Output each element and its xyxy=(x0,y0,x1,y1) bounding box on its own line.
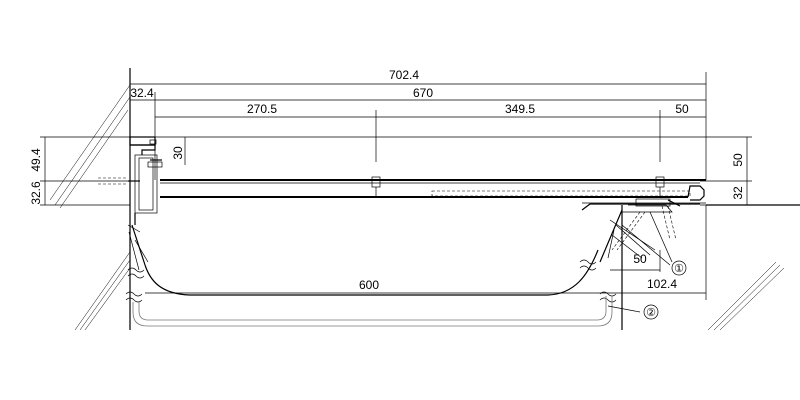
wall-hatch-right-lower xyxy=(707,261,785,331)
break-marks xyxy=(125,259,617,303)
hanging-bolt-right xyxy=(655,176,665,196)
dim-frame-depth: 30 xyxy=(171,146,185,160)
callout-1: ① xyxy=(671,260,687,276)
dim-overall-width: 702.4 xyxy=(389,68,419,82)
left-support-struts xyxy=(128,224,149,271)
membrane-curve xyxy=(144,249,599,296)
dim-left-height-lower: 32.6 xyxy=(29,181,43,205)
dim-right-segment: 349.5 xyxy=(505,102,535,116)
right-bracket xyxy=(581,198,700,251)
main-panel xyxy=(134,154,706,214)
left-frame-profile xyxy=(127,136,163,233)
dim-right-offset: 102.4 xyxy=(647,277,677,291)
wall-hatch-left-lower xyxy=(74,251,131,331)
dimension-extension-guides xyxy=(40,136,752,206)
svg-text:②: ② xyxy=(646,307,656,319)
dim-hook-spacing: 50 xyxy=(633,252,647,266)
hanging-bolt-center xyxy=(371,176,381,196)
wall-hatch-left-upper xyxy=(49,84,131,209)
dim-left-offset: 32.4 xyxy=(130,86,154,100)
dim-bottom-span: 600 xyxy=(359,278,379,292)
dim-left-segment: 270.5 xyxy=(247,102,277,116)
dim-right-end: 50 xyxy=(675,102,689,116)
lower-u-trim xyxy=(132,296,613,327)
dim-right-height-upper: 50 xyxy=(731,153,745,167)
callout-1-leader xyxy=(621,211,673,266)
dim-inner-width: 670 xyxy=(413,86,433,100)
dimension-lines-top xyxy=(130,72,707,180)
callout-2: ② xyxy=(643,304,659,320)
dim-right-height-lower: 32 xyxy=(731,186,745,200)
dim-left-height-upper: 49.4 xyxy=(29,148,43,172)
right-support-struts xyxy=(599,209,656,263)
svg-text:①: ① xyxy=(674,263,684,275)
dimension-lines-bottom xyxy=(145,205,707,300)
callout-2-leader xyxy=(607,305,641,313)
left-anchor-screw xyxy=(98,177,140,185)
